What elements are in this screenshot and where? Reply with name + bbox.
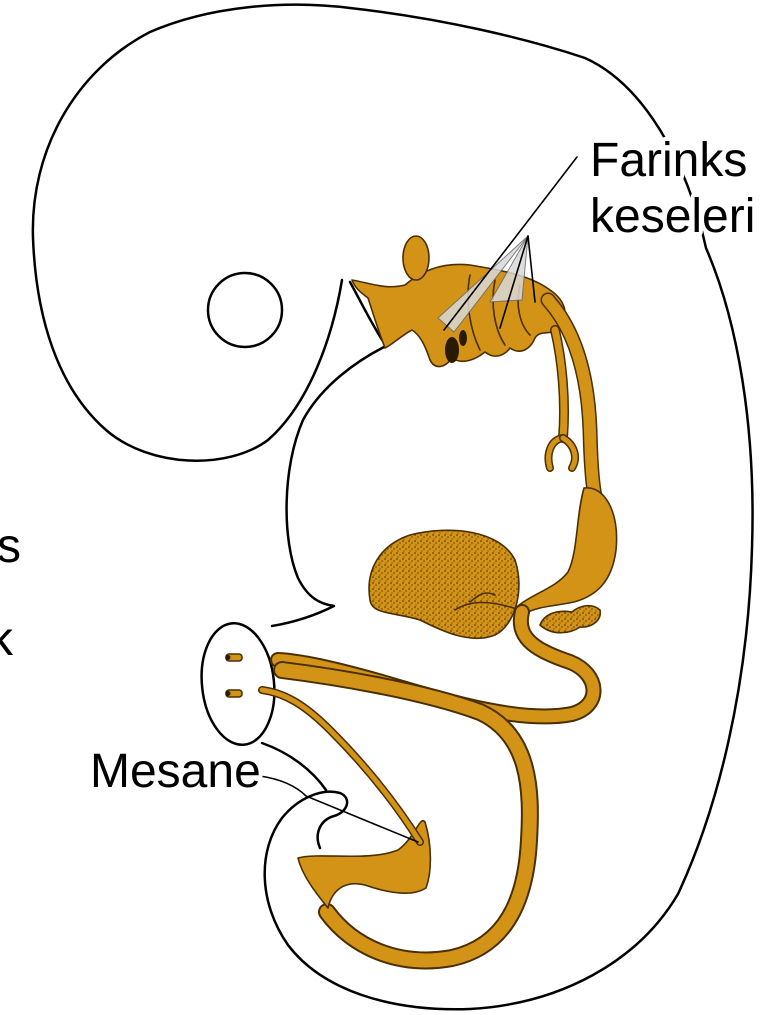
gut-tube	[226, 236, 617, 960]
allantois-edge	[262, 690, 420, 842]
eye-circle	[208, 273, 282, 347]
allantois	[262, 690, 420, 842]
cord-vessel-lower-end	[226, 691, 231, 696]
pouch-shadow-1	[445, 337, 459, 363]
ventral-body-wall-contour	[262, 743, 326, 790]
edge-text-fragment-2: k	[0, 613, 14, 666]
pancreas	[540, 606, 600, 633]
cord-vessel-upper-end	[226, 655, 231, 660]
label-farinks: Farinks	[590, 134, 747, 187]
pharynx-dorsal-bud	[403, 236, 429, 280]
stomach	[518, 488, 617, 614]
labels: Farinks keseleri Mesane s k	[0, 134, 755, 798]
label-keseleri: keseleri	[590, 190, 755, 243]
label-mesane: Mesane	[90, 745, 261, 798]
umbilical-cord-section	[196, 620, 280, 749]
liver	[369, 530, 519, 638]
pouch-shadow-2	[459, 330, 467, 346]
edge-text-fragment-1: s	[0, 520, 21, 573]
